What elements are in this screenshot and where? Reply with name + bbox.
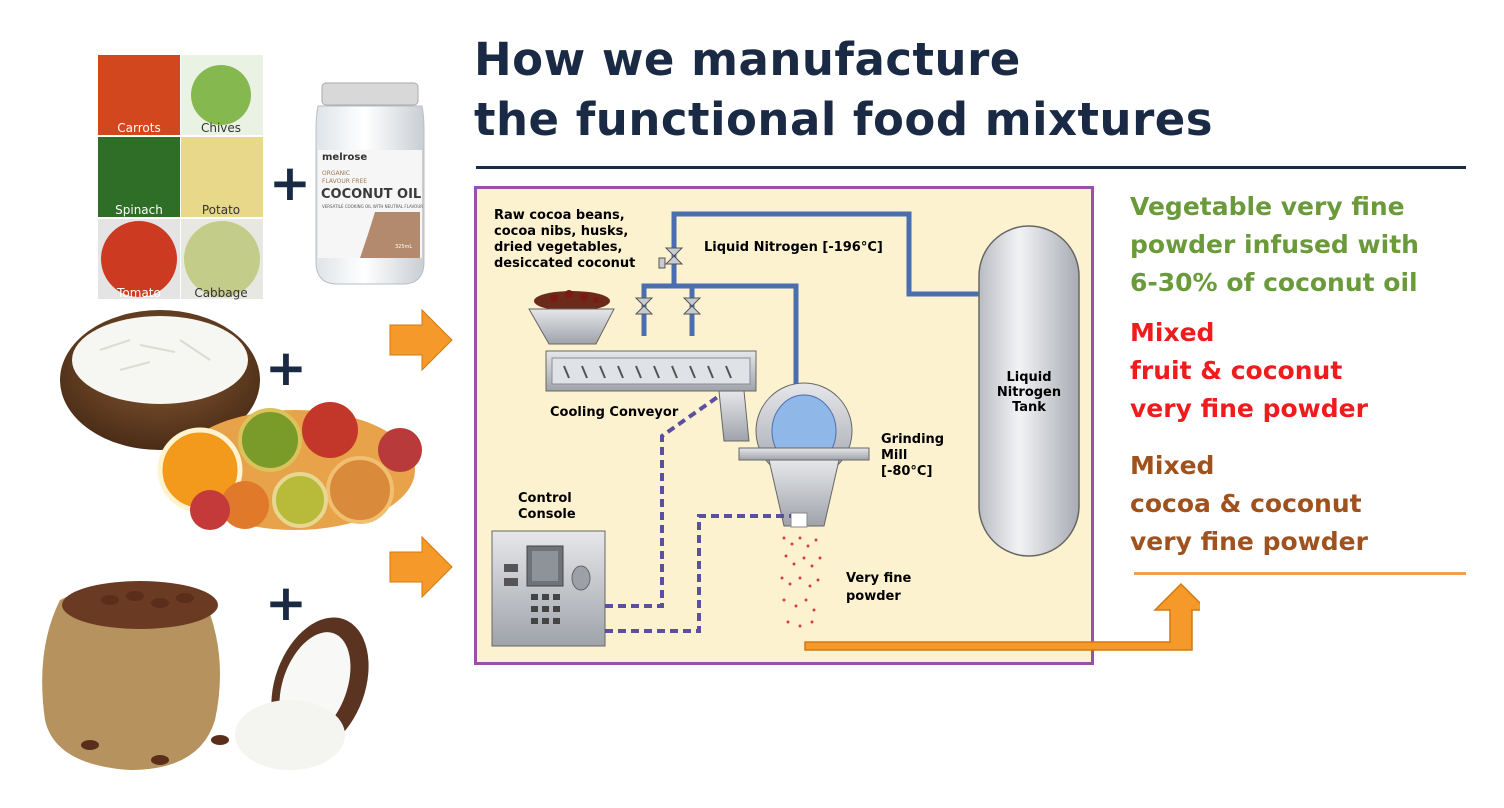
input-arrow-2-icon [389, 535, 453, 599]
veg-tile-spinach [98, 137, 180, 217]
plus-sign-3: + [265, 574, 307, 632]
grinding-mill: Grinding Mill [-80°C] [738, 382, 944, 528]
liquid-nitrogen-label: Liquid Nitrogen [-196°C] [704, 240, 883, 255]
hopper [528, 290, 615, 345]
cocoa-coconut-image [42, 581, 369, 770]
ingredients-panel: Carrots Chives Spinach Potato Tomato Cab… [42, 55, 453, 770]
output-vegetable-line-1: Vegetable very fine [1130, 192, 1405, 221]
title-line-2: the functional food mixtures [474, 93, 1214, 146]
title-underline [476, 166, 1466, 169]
process-diagram: Liquid Nitrogen Tank Cooling Conveyor Gr… [474, 186, 1094, 665]
output-vegetable: Vegetable very fine powder infused with … [1130, 188, 1419, 302]
tank-label-2: Nitrogen [997, 385, 1061, 400]
raw-input-label-1: Raw cocoa beans, [494, 208, 625, 223]
veg-label-tomato: Tomato [116, 286, 161, 300]
nitrogen-tank: Liquid Nitrogen Tank [978, 225, 1080, 557]
coconut-oil-jar: melrose ORGANIC FLAVOUR FREE COCONUT OIL… [315, 82, 425, 285]
jar-product-name: COCONUT OIL [321, 187, 421, 202]
veg-tile-carrots [98, 55, 180, 135]
tank-label-1: Liquid [1006, 370, 1051, 385]
tank-label-3: Tank [1012, 400, 1046, 415]
output-arrow-icon [804, 582, 1200, 651]
veg-label-cabbage: Cabbage [194, 286, 247, 300]
output-underline [1134, 572, 1466, 575]
powder-label-1: Very fine [846, 571, 911, 586]
raw-input-label-3: dried vegetables, [494, 240, 622, 255]
output-cocoa-line-3: very fine powder [1130, 527, 1368, 556]
cooling-conveyor: Cooling Conveyor [545, 350, 757, 442]
output-fruit-line-1: Mixed [1130, 318, 1215, 347]
console-label-2: Console [518, 507, 576, 522]
cooling-conveyor-label: Cooling Conveyor [550, 405, 679, 420]
coconut-fruit-image [60, 310, 422, 530]
mill-label-1: Grinding [881, 432, 944, 447]
veg-label-carrots: Carrots [117, 121, 160, 135]
valves [634, 247, 702, 315]
mill-label-2: Mill [881, 448, 907, 463]
jar-brand: melrose [322, 152, 367, 163]
output-vegetable-line-3: 6-30% of coconut oil [1130, 268, 1418, 297]
mill-label-3: [-80°C] [881, 464, 932, 479]
veg-label-potato: Potato [202, 203, 240, 217]
control-signal-lines [605, 394, 791, 633]
output-fruit: Mixed fruit & coconut very fine powder [1130, 314, 1368, 428]
title-line-1: How we manufacture [474, 33, 1021, 86]
veg-label-chives: Chives [201, 121, 241, 135]
output-cocoa-line-2: cocoa & coconut [1130, 489, 1362, 518]
plus-sign-2: + [265, 339, 307, 397]
output-arrow [804, 582, 1200, 651]
output-fruit-line-2: fruit & coconut [1130, 356, 1343, 385]
control-console: Control Console [491, 491, 606, 647]
veg-tile-potato [181, 137, 263, 217]
powder-stream: Very fine powder [780, 536, 911, 628]
output-cocoa: Mixed cocoa & coconut very fine powder [1130, 447, 1368, 561]
input-arrow-1-icon [389, 308, 453, 372]
jar-volume: 325mL [395, 244, 412, 250]
page-title: How we manufacture the functional food m… [474, 30, 1213, 150]
raw-input-label-2: cocoa nibs, husks, [494, 224, 628, 239]
output-fruit-line-3: very fine powder [1130, 394, 1368, 423]
plus-sign-1: + [269, 154, 311, 212]
output-cocoa-line-1: Mixed [1130, 451, 1215, 480]
console-label-1: Control [518, 491, 572, 506]
output-vegetable-line-2: powder infused with [1130, 230, 1419, 259]
jar-subtitle-2: FLAVOUR FREE [322, 178, 367, 185]
vegetable-grid: Carrots Chives Spinach Potato Tomato Cab… [98, 55, 263, 300]
raw-input-label-4: desiccated coconut [494, 256, 635, 271]
jar-subtitle-1: ORGANIC [322, 170, 350, 177]
jar-tagline: VERSATILE COOKING OIL WITH NEUTRAL FLAVO… [322, 204, 423, 209]
veg-label-spinach: Spinach [115, 203, 163, 217]
powder-label-2: powder [846, 589, 901, 604]
